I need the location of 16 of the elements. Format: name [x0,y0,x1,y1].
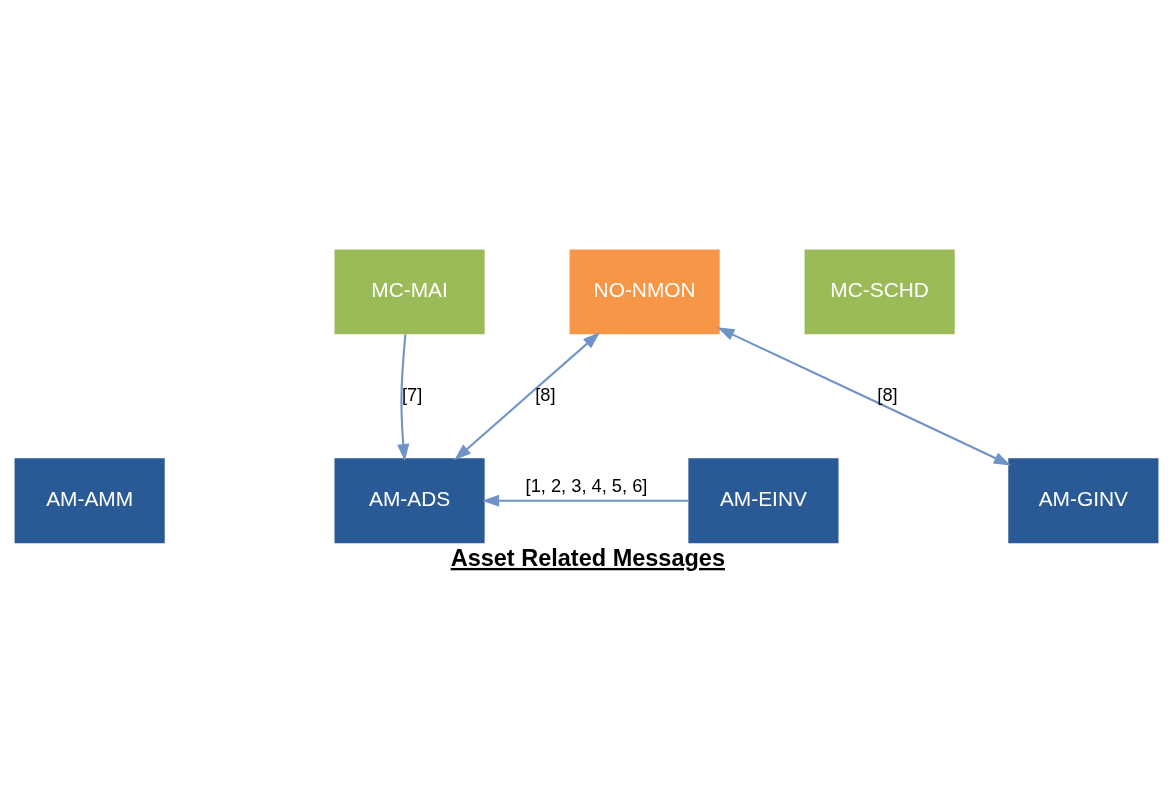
node-box: AM-EINV [688,457,839,543]
caption: Asset Related Messages [450,544,726,571]
arrow [397,333,410,461]
node-box: MC-SCHD [804,248,955,334]
node-box: AM-ADS [334,457,485,543]
node-box: AM-AMM [14,457,165,543]
arrow [717,326,1012,465]
node-box: MC-MAI [334,248,485,334]
node-box: NO-NMON [569,248,720,334]
edge-label: [8] [877,383,898,405]
edge-label: [7] [402,383,423,405]
arrow [454,331,600,460]
node-box: AM-GINV [1008,457,1159,543]
edge-label: [8] [535,383,556,405]
edge-label: [1, 2, 3, 4, 5, 6] [525,474,648,496]
arrow [481,494,689,507]
